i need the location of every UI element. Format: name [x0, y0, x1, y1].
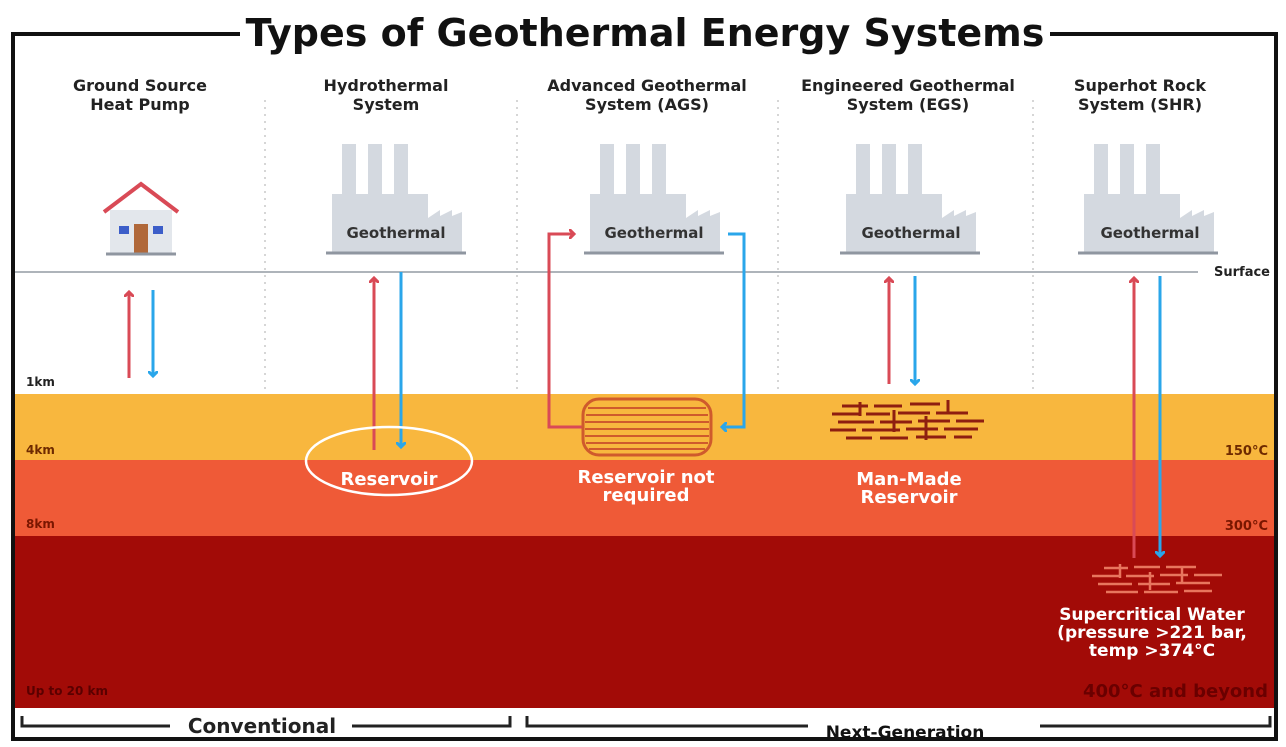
plant-icon-shr	[1078, 144, 1218, 255]
depth-label-4km: 4km	[26, 443, 55, 457]
heading-gshp-2: Heat Pump	[90, 95, 190, 114]
layer-yellow	[15, 394, 1274, 460]
category-bracket-next-generation	[525, 716, 1272, 728]
heading-egs-2: System (EGS)	[847, 95, 969, 114]
reservoir-label-shr-2: (pressure >221 bar,	[1057, 623, 1247, 643]
title-background	[240, 10, 1050, 60]
heading-ags-2: System (AGS)	[585, 95, 709, 114]
depth-label-bottom: Up to 20 km	[26, 684, 108, 698]
house-icon	[102, 181, 180, 256]
plant-label-ags: Geothermal	[604, 224, 703, 242]
heading-hydro-1: Hydrothermal	[324, 76, 449, 95]
plant-icon-hydrothermal	[326, 144, 466, 255]
temperature-label-400: 400°C and beyond	[1083, 681, 1268, 702]
reservoir-label-shr-3: temp >374°C	[1089, 641, 1215, 661]
arrow-loop-ags-red	[547, 234, 582, 429]
heading-gshp-1: Ground Source	[73, 76, 207, 95]
reservoir-label-ags-2: required	[603, 485, 690, 506]
layer-deep	[15, 536, 1274, 708]
depth-label-8km: 8km	[26, 517, 55, 531]
system-headings: Ground Source Heat Pump Hydrothermal Sys…	[73, 76, 1206, 114]
category-label-next-generation: Next-Generation	[826, 723, 985, 743]
category-label-conventional: Conventional	[188, 714, 336, 738]
reservoir-label-hydrothermal: Reservoir	[340, 469, 437, 490]
page-title: Types of Geothermal Energy Systems	[246, 11, 1045, 55]
heading-ags-1: Advanced Geothermal	[547, 76, 747, 95]
layer-shallow	[15, 272, 1274, 394]
plant-label-shr: Geothermal	[1100, 224, 1199, 242]
reservoir-ellipse	[304, 425, 474, 497]
reservoir-label-shr-1: Supercritical Water	[1059, 605, 1245, 625]
arrow-loop-ags-blue	[722, 232, 746, 427]
heading-shr-2: System (SHR)	[1078, 95, 1202, 114]
reservoir-label-ags-1: Reservoir not	[577, 467, 714, 488]
fracture-network-shr	[1092, 564, 1222, 594]
plant-icon-ags	[584, 144, 724, 255]
depth-label-1km: 1km	[26, 375, 55, 389]
heading-egs-1: Engineered Geothermal	[801, 76, 1015, 95]
reservoir-label-egs-1: Man-Made	[856, 469, 962, 490]
plant-icon-egs	[840, 144, 980, 255]
temperature-label-300: 300°C	[1225, 519, 1268, 534]
heading-shr-1: Superhot Rock	[1074, 76, 1207, 95]
reservoir-label-egs-2: Reservoir	[860, 487, 957, 508]
layer-orange	[15, 460, 1274, 536]
heading-hydro-2: System	[353, 95, 420, 114]
closed-loop-coil	[581, 397, 713, 457]
fracture-network-egs	[830, 400, 984, 440]
plant-label-egs: Geothermal	[861, 224, 960, 242]
temperature-label-150: 150°C	[1225, 444, 1268, 459]
column-separators	[264, 100, 1034, 394]
category-bracket-conventional	[20, 716, 512, 728]
surface-label: Surface	[1214, 265, 1270, 280]
plant-label-hydrothermal: Geothermal	[346, 224, 445, 242]
